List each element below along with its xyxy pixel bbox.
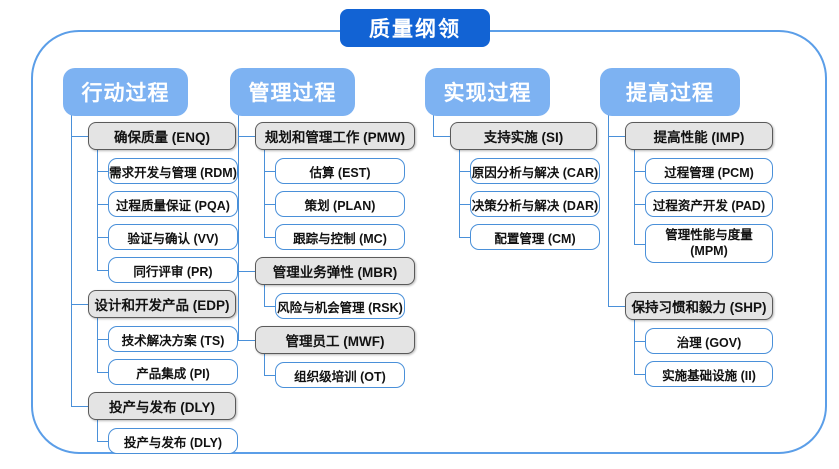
group-shp: 保持习惯和毅力 (SHP) 治理 (GOV) 实施基础设施 (II) xyxy=(600,262,773,388)
column-header-action-process: 行动过程 xyxy=(63,68,188,116)
node-ii: 实施基础设施 (II) xyxy=(645,361,773,388)
node-mc: 跟踪与控制 (MC) xyxy=(275,224,405,250)
shp-children: 治理 (GOV) 实施基础设施 (II) xyxy=(634,320,773,388)
node-mwf: 管理员工 (MWF) xyxy=(255,326,415,354)
node-est: 估算 (EST) xyxy=(275,158,405,184)
node-pad: 过程资产开发 (PAD) xyxy=(645,191,773,217)
mbr-children: 风险与机会管理 (RSK) xyxy=(264,285,415,319)
realization-process-groups: 支持实施 (SI) 原因分析与解决 (CAR) 决策分析与解决 (DAR) 配置… xyxy=(425,114,600,250)
imp-children: 过程管理 (PCM) 过程资产开发 (PAD) 管理性能与度量 (MPM) xyxy=(634,150,773,264)
node-imp: 提高性能 (IMP) xyxy=(625,122,773,150)
column-improvement-process: 提高过程 提高性能 (IMP) 过程管理 (PCM) 过程资产开发 (PAD) … xyxy=(600,68,773,388)
mwf-children: 组织级培训 (OT) xyxy=(264,354,415,388)
group-dly: 投产与发布 (DLY) 投产与发布 (DLY) xyxy=(63,384,238,454)
node-dar: 决策分析与解决 (DAR) xyxy=(470,191,600,217)
node-dly: 投产与发布 (DLY) xyxy=(88,392,236,420)
node-pmw: 规划和管理工作 (PMW) xyxy=(255,122,415,150)
enq-children: 需求开发与管理 (RDM) 过程质量保证 (PQA) 验证与确认 (VV) 同行… xyxy=(97,150,238,283)
node-pi: 产品集成 (PI) xyxy=(108,359,238,385)
node-vv: 验证与确认 (VV) xyxy=(108,224,238,250)
node-pr: 同行评审 (PR) xyxy=(108,257,238,283)
dly-children: 投产与发布 (DLY) xyxy=(97,420,238,454)
improvement-process-groups: 提高性能 (IMP) 过程管理 (PCM) 过程资产开发 (PAD) 管理性能与… xyxy=(600,113,773,388)
pmw-children: 估算 (EST) 策划 (PLAN) 跟踪与控制 (MC) xyxy=(264,150,415,250)
group-enq: 确保质量 (ENQ) 需求开发与管理 (RDM) 过程质量保证 (PQA) 验证… xyxy=(63,114,238,291)
edp-children: 技术解决方案 (TS) 产品集成 (PI) xyxy=(97,318,238,385)
column-management-process: 管理过程 规划和管理工作 (PMW) 估算 (EST) 策划 (PLAN) 跟踪… xyxy=(230,68,415,388)
node-ot: 组织级培训 (OT) xyxy=(275,362,405,388)
diagram-title: 质量纲领 xyxy=(340,9,490,47)
node-car: 原因分析与解决 (CAR) xyxy=(470,158,600,184)
column-header-management-process: 管理过程 xyxy=(230,68,355,116)
node-si: 支持实施 (SI) xyxy=(450,122,597,150)
column-realization-process: 实现过程 支持实施 (SI) 原因分析与解决 (CAR) 决策分析与解决 (DA… xyxy=(425,68,600,250)
group-mwf: 管理员工 (MWF) 组织级培训 (OT) xyxy=(230,318,415,388)
group-pmw: 规划和管理工作 (PMW) 估算 (EST) 策划 (PLAN) 跟踪与控制 (… xyxy=(230,114,415,258)
group-mbr: 管理业务弹性 (MBR) 风险与机会管理 (RSK) xyxy=(230,249,415,327)
node-mpm: 管理性能与度量 (MPM) xyxy=(645,224,773,264)
node-edp: 设计和开发产品 (EDP) xyxy=(88,290,236,318)
node-ts: 技术解决方案 (TS) xyxy=(108,326,238,352)
column-header-improvement-process: 提高过程 xyxy=(600,68,740,116)
node-rsk: 风险与机会管理 (RSK) xyxy=(275,293,405,319)
node-gov: 治理 (GOV) xyxy=(645,328,773,355)
si-children: 原因分析与解决 (CAR) 决策分析与解决 (DAR) 配置管理 (CM) xyxy=(459,150,600,250)
node-enq: 确保质量 (ENQ) xyxy=(88,122,236,150)
column-header-realization-process: 实现过程 xyxy=(425,68,550,116)
node-dly-child: 投产与发布 (DLY) xyxy=(108,428,238,454)
node-shp: 保持习惯和毅力 (SHP) xyxy=(625,292,773,321)
group-si: 支持实施 (SI) 原因分析与解决 (CAR) 决策分析与解决 (DAR) 配置… xyxy=(425,114,600,250)
action-process-groups: 确保质量 (ENQ) 需求开发与管理 (RDM) 过程质量保证 (PQA) 验证… xyxy=(63,114,238,454)
management-process-groups: 规划和管理工作 (PMW) 估算 (EST) 策划 (PLAN) 跟踪与控制 (… xyxy=(230,114,415,388)
node-pqa: 过程质量保证 (PQA) xyxy=(108,191,238,217)
node-plan: 策划 (PLAN) xyxy=(275,191,405,217)
node-mbr: 管理业务弹性 (MBR) xyxy=(255,257,415,285)
node-cm: 配置管理 (CM) xyxy=(470,224,600,250)
column-action-process: 行动过程 确保质量 (ENQ) 需求开发与管理 (RDM) 过程质量保证 (PQ… xyxy=(63,68,238,454)
group-edp: 设计和开发产品 (EDP) 技术解决方案 (TS) 产品集成 (PI) xyxy=(63,282,238,393)
group-imp: 提高性能 (IMP) 过程管理 (PCM) 过程资产开发 (PAD) 管理性能与… xyxy=(600,113,773,272)
node-rdm: 需求开发与管理 (RDM) xyxy=(108,158,238,184)
node-pcm: 过程管理 (PCM) xyxy=(645,158,773,184)
